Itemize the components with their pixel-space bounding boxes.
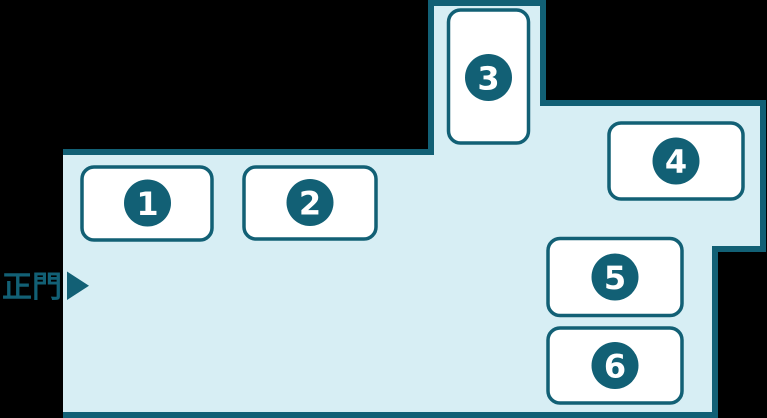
room-number-badge bbox=[591, 253, 639, 301]
main-gate-arrow-icon bbox=[67, 271, 89, 300]
room-number-badge bbox=[591, 342, 639, 389]
room-number: 6 bbox=[604, 348, 626, 386]
room-number-badge bbox=[124, 179, 171, 227]
room-box-2[interactable]: 2 bbox=[242, 165, 378, 241]
room-box-1[interactable]: 1 bbox=[80, 165, 214, 242]
room-number-badge bbox=[286, 179, 334, 226]
room-box-4[interactable]: 4 bbox=[607, 121, 745, 201]
room-number: 3 bbox=[477, 60, 499, 98]
room-box-3[interactable]: 3 bbox=[446, 8, 531, 145]
room-number: 2 bbox=[299, 185, 321, 223]
room-number: 4 bbox=[665, 143, 687, 181]
main-gate-label: 正門 bbox=[2, 270, 62, 305]
map-outline bbox=[63, 0, 766, 418]
room-box-6[interactable]: 6 bbox=[546, 326, 684, 405]
room-number-badge bbox=[465, 54, 512, 101]
room-number-badge bbox=[652, 137, 700, 185]
room-box-5[interactable]: 5 bbox=[546, 236, 684, 318]
room-number: 5 bbox=[604, 259, 626, 297]
room-number: 1 bbox=[136, 185, 158, 223]
